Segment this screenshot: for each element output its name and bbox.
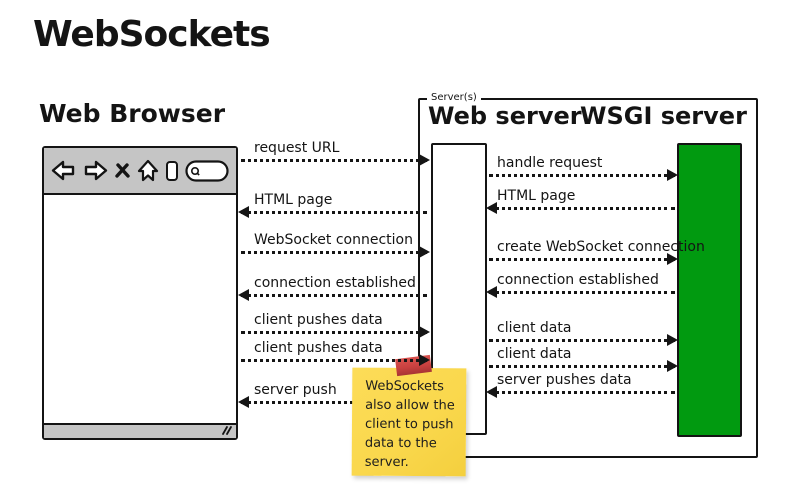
dotted-line xyxy=(241,211,427,214)
dotted-line xyxy=(489,258,675,261)
arrow-label: connection established xyxy=(254,275,416,291)
servers-group-box: Server(s) xyxy=(418,92,758,458)
arrowhead-left-icon xyxy=(238,206,249,218)
arrow-create-websocket-connection: create WebSocket connection xyxy=(488,239,705,265)
arrow-label: create WebSocket connection xyxy=(497,239,705,255)
dotted-line xyxy=(489,365,675,368)
arrow-label: server pushes data xyxy=(497,372,632,388)
arrowhead-right-icon xyxy=(419,154,430,166)
back-arrow-icon xyxy=(51,159,76,182)
wsgi-server-lifeline xyxy=(677,143,742,437)
arrow-html-page-wsgi: HTML page xyxy=(486,188,676,214)
arrow-connection-established-wsgi: connection established xyxy=(486,272,676,298)
home-icon xyxy=(137,159,159,182)
magnifier-icon xyxy=(191,166,200,175)
arrow-label: server push xyxy=(254,382,337,398)
servers-group-label: Server(s) xyxy=(427,92,481,103)
arrow-request-url: request URL xyxy=(240,140,430,166)
dotted-line xyxy=(241,359,427,362)
arrowhead-left-icon xyxy=(486,202,497,214)
arrow-label: connection established xyxy=(497,272,659,288)
arrowhead-right-icon xyxy=(667,169,678,181)
arrowhead-right-icon xyxy=(667,360,678,372)
arrow-client-data-2: client data xyxy=(488,346,678,372)
web-server-label: Web server xyxy=(428,102,582,130)
dotted-line xyxy=(489,391,675,394)
arrow-label: WebSocket connection xyxy=(254,232,413,248)
dotted-line xyxy=(489,339,675,342)
dotted-line xyxy=(489,291,675,294)
resize-handle-icon xyxy=(221,426,233,435)
dotted-line xyxy=(241,159,427,162)
arrowhead-left-icon xyxy=(238,289,249,301)
arrow-label: HTML page xyxy=(497,188,576,204)
arrow-label: client data xyxy=(497,346,572,362)
arrow-websocket-connection: WebSocket connection xyxy=(240,232,430,258)
page-title: WebSockets xyxy=(33,14,271,55)
arrow-client-pushes-data-2: client pushes data xyxy=(240,340,430,366)
arrow-server-pushes-data: server pushes data xyxy=(486,372,676,398)
search-field xyxy=(185,159,229,182)
arrow-label: client pushes data xyxy=(254,340,383,356)
arrow-html-page-browser: HTML page xyxy=(238,192,428,218)
arrow-server-push: server push xyxy=(238,382,428,408)
arrow-label: handle request xyxy=(497,155,603,171)
browser-toolbar xyxy=(44,148,236,195)
dotted-line xyxy=(241,401,427,404)
forward-arrow-icon xyxy=(83,159,108,182)
dotted-line xyxy=(241,251,427,254)
arrowhead-right-icon xyxy=(667,334,678,346)
sticky-note-text: WebSockets also allow the client to push… xyxy=(364,378,455,470)
stop-x-icon xyxy=(115,162,130,179)
arrow-handle-request: handle request xyxy=(488,155,678,181)
browser-content-area xyxy=(44,195,236,423)
address-bar xyxy=(166,160,178,181)
arrowhead-right-icon xyxy=(419,246,430,258)
dotted-line xyxy=(489,174,675,177)
arrowhead-left-icon xyxy=(486,286,497,298)
arrowhead-left-icon xyxy=(238,396,249,408)
sticky-note: WebSockets also allow the client to push… xyxy=(351,367,467,477)
dotted-line xyxy=(489,207,675,210)
browser-status-bar xyxy=(44,423,236,438)
arrowhead-right-icon xyxy=(667,253,678,265)
arrow-client-pushes-data-1: client pushes data xyxy=(240,312,430,338)
arrow-label: client data xyxy=(497,320,572,336)
arrowhead-left-icon xyxy=(486,386,497,398)
arrow-client-data-1: client data xyxy=(488,320,678,346)
browser-window xyxy=(42,146,238,440)
wsgi-server-label: WSGI server xyxy=(580,102,747,130)
arrow-connection-established-browser: connection established xyxy=(238,275,428,301)
arrowhead-right-icon xyxy=(419,326,430,338)
arrowhead-right-icon xyxy=(419,354,430,366)
arrow-label: client pushes data xyxy=(254,312,383,328)
arrow-label: request URL xyxy=(254,140,340,156)
web-browser-label: Web Browser xyxy=(39,99,226,128)
arrow-label: HTML page xyxy=(254,192,333,208)
dotted-line xyxy=(241,294,427,297)
dotted-line xyxy=(241,331,427,334)
